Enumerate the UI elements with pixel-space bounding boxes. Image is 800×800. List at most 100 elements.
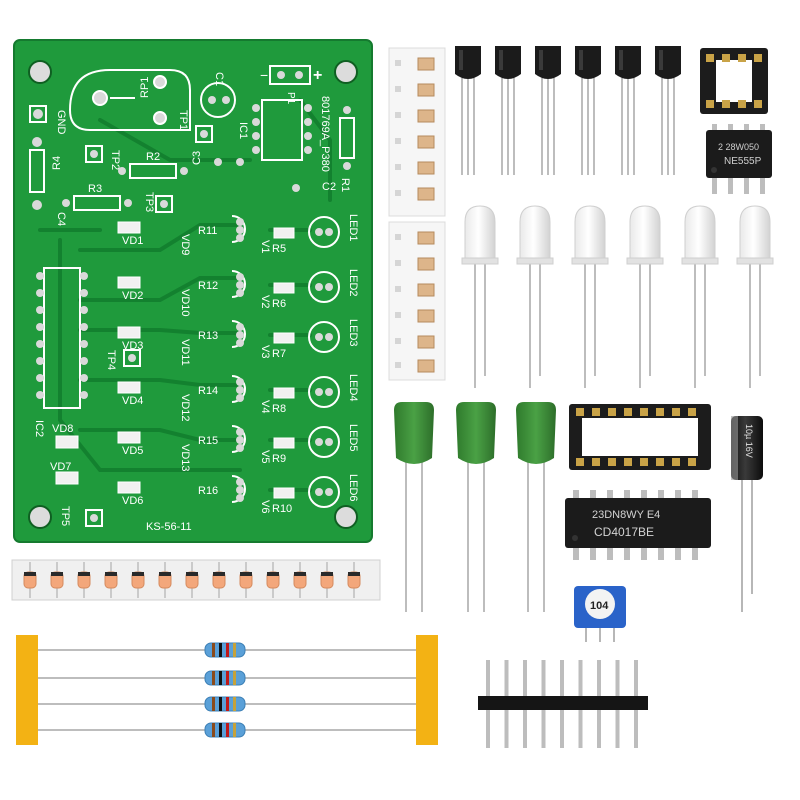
tape-left bbox=[16, 635, 38, 745]
label-led: LED4 bbox=[347, 374, 359, 402]
p1-header bbox=[269, 65, 311, 85]
ic2-pin bbox=[80, 374, 88, 382]
label-ic2: IC2 bbox=[33, 420, 45, 437]
diode-strip bbox=[11, 559, 381, 601]
transistor bbox=[575, 46, 601, 175]
label-v: V1 bbox=[259, 240, 271, 253]
resistor bbox=[38, 722, 416, 738]
label-led: LED3 bbox=[347, 319, 359, 347]
ic2-pin bbox=[80, 289, 88, 297]
label-v: V4 bbox=[259, 400, 271, 413]
label-vd8: VD8 bbox=[52, 423, 73, 435]
label-vd7: VD7 bbox=[50, 461, 71, 473]
smd-tape-top bbox=[388, 47, 446, 217]
film-capacitor bbox=[394, 402, 434, 612]
pcb-substrate bbox=[14, 40, 372, 542]
ic2-pin bbox=[36, 357, 44, 365]
ic2-pin bbox=[36, 391, 44, 399]
label-p1: P1 bbox=[285, 92, 296, 105]
label-c1: C1 bbox=[213, 72, 225, 86]
smd-part bbox=[417, 83, 435, 97]
resistor bbox=[38, 670, 416, 686]
ic2-pin bbox=[80, 272, 88, 280]
resistor-tape bbox=[16, 635, 438, 745]
diode bbox=[104, 562, 118, 598]
ic2-pin bbox=[36, 306, 44, 314]
label-r: R13 bbox=[198, 330, 218, 342]
diode bbox=[212, 562, 226, 598]
ne555-chip: 2 28W050 NE555P bbox=[706, 124, 772, 194]
led-group bbox=[461, 205, 774, 388]
label-r1: R1 bbox=[339, 178, 351, 192]
label-plus: + bbox=[313, 67, 322, 84]
label-vd: VD4 bbox=[122, 395, 143, 407]
label-minus: − bbox=[260, 67, 268, 83]
led bbox=[626, 205, 664, 388]
cd4017-chip: 23DN8WY E4 CD4017BE bbox=[565, 490, 711, 560]
ic2-pin bbox=[36, 323, 44, 331]
label-c2: C2 bbox=[322, 181, 336, 193]
diode bbox=[347, 562, 361, 598]
label-led: LED1 bbox=[347, 214, 359, 242]
electrolytic-text: 10µ 16V bbox=[744, 424, 754, 458]
diode bbox=[131, 562, 145, 598]
label-v: V5 bbox=[259, 450, 271, 463]
label-tp4: TP4 bbox=[105, 350, 117, 370]
label-r2: R2 bbox=[146, 151, 160, 163]
smd-tape-bottom bbox=[388, 221, 446, 381]
label-r: R15 bbox=[198, 435, 218, 447]
transistor bbox=[495, 46, 521, 175]
smd-part bbox=[417, 109, 435, 123]
label-r4: R4 bbox=[51, 156, 63, 170]
label-vdz: VD10 bbox=[179, 289, 191, 317]
label-tp1: TP1 bbox=[177, 110, 189, 130]
label-part-number: 801769A_P380 bbox=[319, 96, 331, 172]
smd-part bbox=[417, 161, 435, 175]
transistor bbox=[455, 46, 481, 175]
diode bbox=[266, 562, 280, 598]
label-r: R12 bbox=[198, 280, 218, 292]
label-vd: VD1 bbox=[122, 235, 143, 247]
smd-part bbox=[417, 359, 435, 373]
label-r3: R3 bbox=[88, 183, 102, 195]
smd-part bbox=[417, 187, 435, 201]
ic2-footprint bbox=[43, 267, 81, 409]
cd4017-code: 23DN8WY E4 bbox=[592, 509, 660, 521]
smd-tape-strips bbox=[388, 47, 446, 381]
dip16-socket bbox=[569, 404, 711, 470]
label-rb: R10 bbox=[272, 503, 292, 515]
label-vdz: VD9 bbox=[179, 234, 191, 255]
pcb-board: RP1 GND R4 TP1 TP2 C1 IC1 − bbox=[13, 39, 373, 543]
film-cap-group bbox=[394, 402, 556, 612]
ic1-footprint bbox=[261, 99, 303, 161]
led bbox=[461, 205, 499, 388]
label-led: LED5 bbox=[347, 424, 359, 452]
ne555-name: NE555P bbox=[724, 156, 762, 167]
cd4017-name: CD4017BE bbox=[594, 525, 654, 539]
label-led: LED2 bbox=[347, 269, 359, 297]
rp1-footprint bbox=[68, 69, 191, 131]
tape-right bbox=[416, 635, 438, 745]
label-ic1: IC1 bbox=[237, 122, 249, 139]
label-c3: C3 bbox=[191, 151, 203, 165]
diode bbox=[23, 562, 37, 598]
label-c4: C4 bbox=[55, 212, 67, 226]
label-rb: R9 bbox=[272, 453, 286, 465]
diode bbox=[293, 562, 307, 598]
label-vd: VD2 bbox=[122, 290, 143, 302]
label-rb: R6 bbox=[272, 298, 286, 310]
label-vd: VD5 bbox=[122, 445, 143, 457]
electrolytic-capacitor: 10µ 16V bbox=[731, 416, 763, 612]
ic2-pin bbox=[36, 374, 44, 382]
transistor-group bbox=[455, 46, 681, 175]
label-r: R16 bbox=[198, 485, 218, 497]
label-v: V6 bbox=[259, 500, 271, 513]
pin-header bbox=[478, 660, 648, 748]
pot-code: 104 bbox=[590, 600, 609, 612]
transistor bbox=[655, 46, 681, 175]
label-vdz: VD12 bbox=[179, 394, 191, 422]
trimmer-potentiometer: 104 bbox=[574, 586, 626, 642]
led bbox=[516, 205, 554, 388]
